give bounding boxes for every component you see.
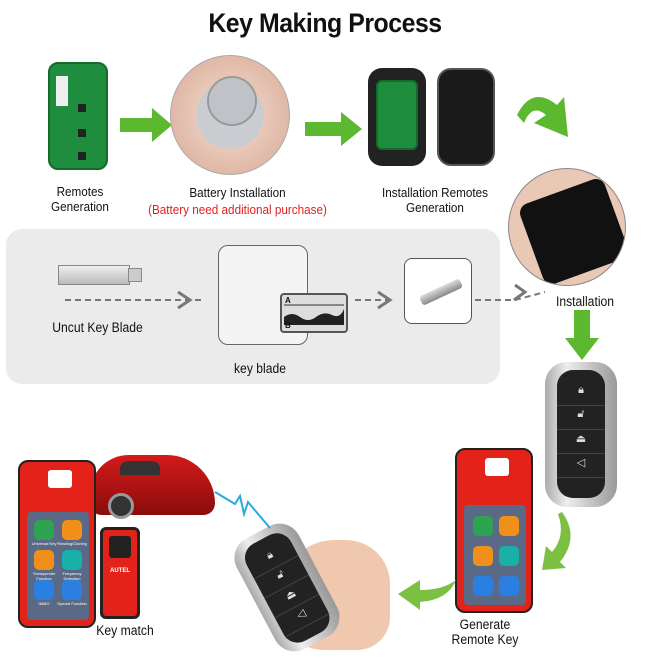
app-frequency-icon	[62, 550, 82, 570]
app-transponder-icon	[473, 546, 493, 566]
app-immo-icon	[34, 580, 54, 600]
page-title: Key Making Process	[208, 8, 442, 38]
app-label: Special Function	[57, 601, 87, 606]
app-special-icon	[62, 580, 82, 600]
blade-label-b: B	[285, 321, 291, 330]
app-transponder-icon	[34, 550, 54, 570]
app-immo-icon	[473, 576, 493, 596]
remote-key-fob-image: 🔒︎ 🔓︎ ⏏ ◁	[545, 362, 617, 507]
green-arrow-down	[565, 310, 599, 360]
blade-tip	[128, 268, 142, 282]
app-label: Frequency Detection	[62, 571, 82, 581]
generate-tablet-image	[455, 448, 533, 613]
app-label: Transponder Function	[32, 571, 56, 581]
key-match-tablet-image: Universal Key Reading/Cloning Transponde…	[18, 460, 96, 628]
app-reading-cloning-icon	[499, 516, 519, 536]
app-reading-cloning-icon	[62, 520, 82, 540]
unlock-icon: 🔓︎	[557, 408, 605, 430]
dongle-brand: AUTEL	[110, 568, 130, 574]
app-label: Universal Key	[31, 541, 57, 546]
app-label: IMMO	[38, 601, 50, 606]
lock-icon: 🔒︎	[557, 384, 605, 406]
app-label: Reading/Cloning	[57, 541, 87, 546]
remote-shell-back-image	[437, 68, 495, 166]
green-curved-arrow-left	[398, 580, 456, 610]
horn-icon: ◁	[557, 456, 605, 478]
key-blade-label: key blade	[233, 361, 287, 376]
step-battery-installation-label: Battery Installation	[189, 185, 286, 200]
red-car-image	[90, 455, 215, 519]
remote-pcb-image	[48, 62, 108, 170]
app-special-icon	[499, 576, 519, 596]
installation-label: Installation	[555, 294, 615, 309]
app-universal-key-icon	[473, 516, 493, 536]
app-universal-key-icon	[34, 520, 54, 540]
uncut-key-blade-label: Uncut Key Blade	[52, 320, 143, 335]
step-remotes-generation-label: Remotes Generation	[51, 184, 109, 214]
step-installation-remotes-generation-label: Installation Remotes Generation	[381, 185, 489, 215]
green-arrow-right-1	[120, 108, 172, 142]
blade-bitting-chart: A B	[280, 293, 348, 333]
app-frequency-icon	[499, 546, 519, 566]
cut-key-blade-image	[404, 258, 472, 324]
installation-image	[508, 168, 626, 286]
signal-wave	[214, 491, 271, 529]
key-match-label: Key match	[96, 623, 154, 638]
obd-dongle-image: AUTEL	[100, 527, 140, 619]
green-curved-arrow-down-left	[542, 512, 571, 570]
green-curved-arrow	[517, 97, 568, 137]
green-arrow-right-2	[305, 112, 362, 146]
battery-installation-image	[170, 55, 290, 175]
generate-remote-key-label: Generate Remote Key	[451, 617, 519, 647]
blade-label-a: A	[285, 296, 291, 305]
battery-note: (Battery need additional purchase)	[148, 202, 327, 217]
remote-shell-open-image	[368, 68, 426, 166]
trunk-icon: ⏏	[557, 432, 605, 454]
